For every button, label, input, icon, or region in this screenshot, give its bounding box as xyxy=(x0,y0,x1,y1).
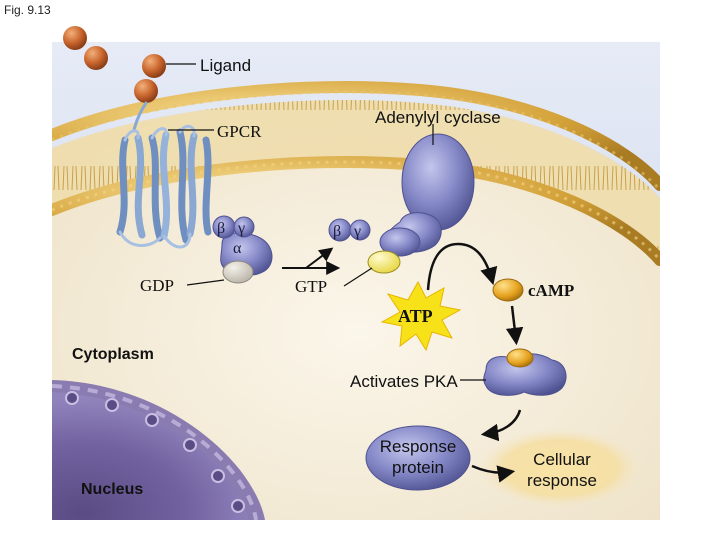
camp-to-pka-arrow xyxy=(505,305,524,346)
gamma-label: γ xyxy=(237,220,245,237)
pka-enzyme xyxy=(483,348,567,396)
membrane-outer-leaflet xyxy=(52,81,660,191)
cellular-response-label-line1: Cellular xyxy=(533,450,591,469)
atp-label: ATP xyxy=(398,306,433,326)
cellular-response-label-line2: response xyxy=(527,471,597,490)
response-protein-label-line2: protein xyxy=(392,458,444,477)
ligand-bound xyxy=(134,79,158,103)
atp-burst xyxy=(380,280,462,352)
cytoplasm-label: Cytoplasm xyxy=(72,346,154,363)
ligand-molecule xyxy=(63,26,87,50)
gamma-label-released: γ xyxy=(353,223,361,240)
nucleus xyxy=(52,380,265,520)
ligand-molecule xyxy=(84,46,108,70)
gamma-subunit xyxy=(233,216,255,238)
response-protein-label-line1: Response xyxy=(380,437,457,456)
response-protein xyxy=(365,425,471,491)
gtp-molecule xyxy=(367,250,401,274)
gtp-label: GTP xyxy=(295,277,327,296)
cellular-response-glow xyxy=(478,428,642,508)
adenylyl-cyclase-label: Adenylyl cyclase xyxy=(375,108,501,127)
figure-label: Fig. 9.13 xyxy=(4,3,51,17)
gdp-gtp-exchange-arrow xyxy=(282,247,341,275)
g-protein-inactive xyxy=(212,215,273,284)
nucleus-label: Nucleus xyxy=(81,481,143,498)
gpcr-label: GPCR xyxy=(217,122,262,141)
ligand-label: Ligand xyxy=(200,56,251,75)
camp-molecule xyxy=(492,278,524,302)
alpha-label: α xyxy=(233,240,242,257)
pka-to-response-arrow xyxy=(480,409,522,442)
beta-gamma-released xyxy=(328,218,371,242)
activates-pka-label: Activates PKA xyxy=(350,372,458,391)
beta-label: β xyxy=(217,220,225,237)
gdp-label: GDP xyxy=(140,276,174,295)
adenylyl-cyclase xyxy=(379,133,475,257)
ligand-molecule xyxy=(142,54,166,78)
beta-label-released: β xyxy=(333,223,341,240)
camp-bound xyxy=(506,348,534,368)
gdp-molecule xyxy=(222,260,254,284)
atp-to-camp-arrow xyxy=(426,242,498,291)
response-to-cellular-arrow xyxy=(471,464,516,483)
camp-label: cAMP xyxy=(528,281,574,300)
